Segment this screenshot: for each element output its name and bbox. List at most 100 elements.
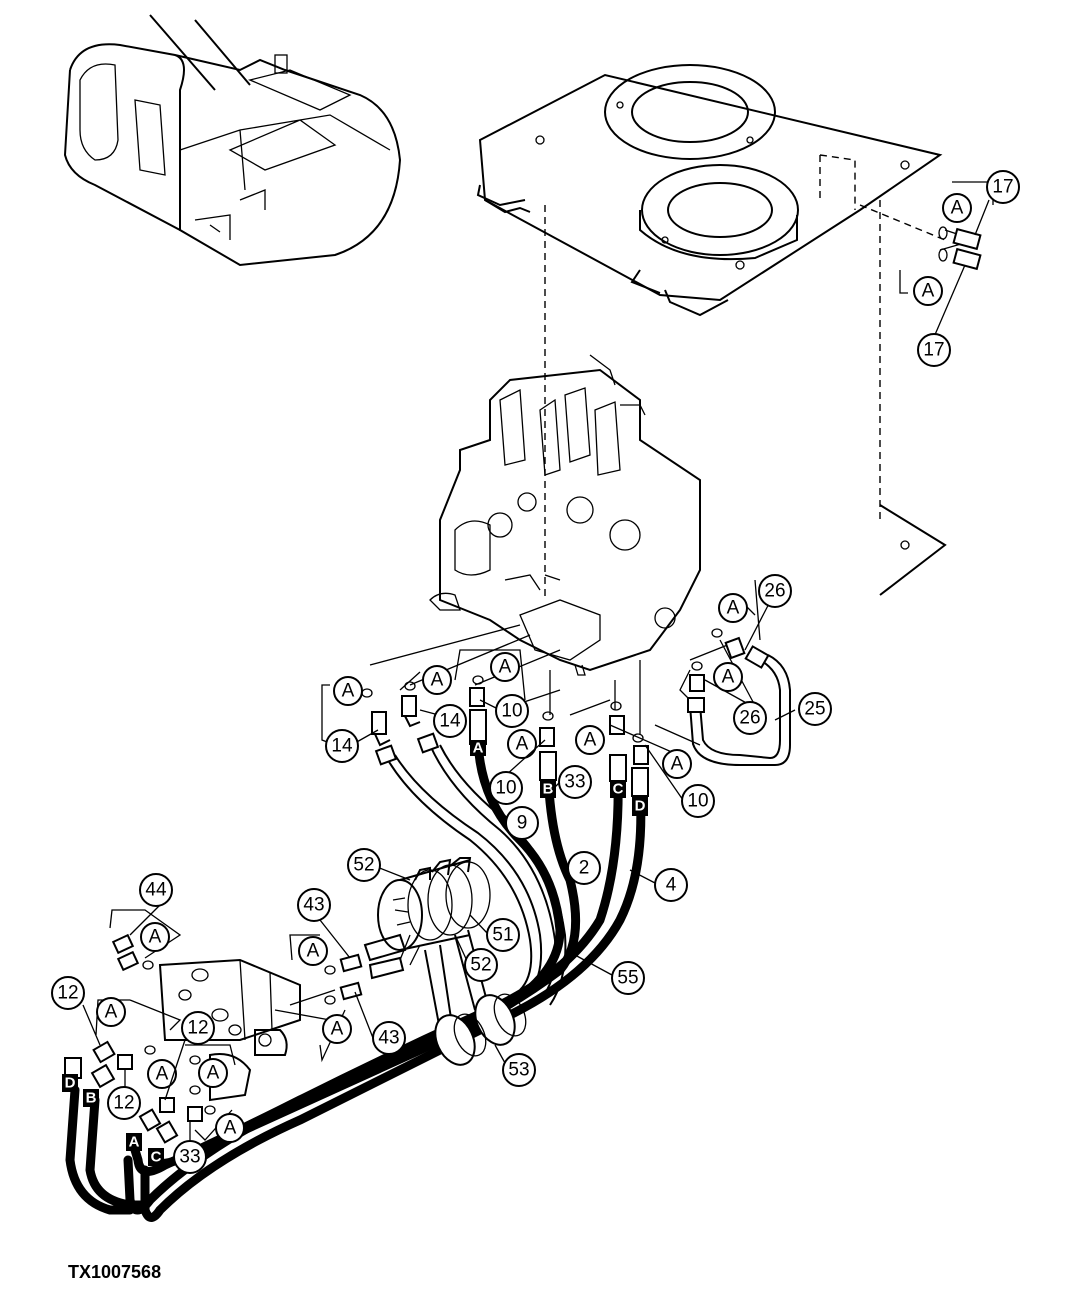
ref-a-15: A [147,1059,177,1089]
svg-text:A: A [516,734,529,755]
callout-55: 55 [611,961,645,995]
callout-2: 2 [567,851,601,885]
callout-12-bottom: 12 [107,1086,141,1120]
svg-text:A: A [951,198,964,219]
callout-9: 9 [505,806,539,840]
svg-text:12: 12 [187,1018,208,1039]
callout-33-bottom: 33 [173,1140,207,1174]
svg-text:14: 14 [439,711,461,732]
callout-25: 25 [798,692,832,726]
pipe-25 [687,645,791,766]
svg-text:A: A [105,1002,118,1023]
svg-text:A: A [727,598,740,619]
svg-text:17: 17 [923,340,944,361]
callout-53: 53 [502,1053,536,1087]
ref-a-11: A [140,922,170,952]
svg-text:A: A [722,667,735,688]
control-valve [429,354,701,676]
callout-10-right: 10 [681,784,715,818]
svg-text:4: 4 [666,875,677,896]
ref-a-3: A [718,593,748,623]
callout-26-bottom: 26 [733,701,767,735]
motor-fittings: D B A C [62,909,363,1166]
ref-a-12: A [298,936,328,966]
fittings-17 [899,181,994,294]
hose-end-fittings: A B C D [374,709,649,816]
callout-33-top: 33 [558,765,592,799]
svg-text:A: A [207,1063,220,1084]
hose-letter-a-bottom: A [129,1134,140,1151]
ref-a-circles: A A A A A A A A A A A A A A A A A [96,193,972,1143]
svg-text:26: 26 [739,708,760,729]
svg-text:A: A [307,941,320,962]
hose-letter-a-top: A [473,740,484,757]
svg-text:43: 43 [303,895,324,916]
callout-52-bottom: 52 [464,948,498,982]
frame-plate [476,64,947,600]
excavator-illustration [63,14,402,267]
callout-26-top: 26 [758,574,792,608]
svg-text:2: 2 [579,858,590,879]
svg-text:26: 26 [764,581,785,602]
svg-text:A: A [671,754,684,775]
svg-text:14: 14 [331,736,353,757]
hose-letter-b-bottom: B [86,1090,97,1107]
svg-text:A: A [331,1019,344,1040]
part-callouts: 17 17 26 26 25 14 14 10 10 10 33 33 9 2 … [51,170,1020,1174]
svg-text:A: A [156,1064,169,1085]
main-hoses [65,735,646,1222]
clamps [434,993,527,1066]
svg-text:10: 10 [687,791,708,812]
svg-text:A: A [342,681,355,702]
svg-text:55: 55 [617,968,638,989]
hose-letter-c-top: C [613,781,624,798]
svg-text:33: 33 [564,772,585,793]
callout-43-top: 43 [297,888,331,922]
ref-a-14: A [322,1014,352,1044]
ref-a-1: A [942,193,972,223]
svg-text:A: A [584,730,597,751]
ref-a-17: A [215,1113,245,1143]
port-fittings [361,628,746,765]
callout-52-top: 52 [347,848,381,882]
ref-a-5: A [490,652,520,682]
ref-a-16: A [198,1058,228,1088]
svg-text:51: 51 [492,925,513,946]
svg-text:52: 52 [470,955,491,976]
callout-14-left: 14 [325,729,359,763]
svg-text:10: 10 [501,701,522,722]
ref-a-9: A [575,725,605,755]
callout-51: 51 [486,918,520,952]
svg-text:44: 44 [145,880,167,901]
ref-a-10: A [662,749,692,779]
svg-text:12: 12 [57,983,78,1004]
hose-letter-b-top: B [543,781,554,798]
hose-letter-d-bottom: D [65,1075,76,1092]
svg-text:53: 53 [508,1060,529,1081]
svg-text:12: 12 [113,1093,134,1114]
callout-12-middle: 12 [181,1011,215,1045]
svg-text:33: 33 [179,1147,200,1168]
travel-motor-block [142,958,336,1115]
svg-text:43: 43 [378,1028,399,1049]
svg-text:A: A [224,1118,237,1139]
callout-44: 44 [139,873,173,907]
ref-a-6: A [422,665,452,695]
ref-a-8: A [507,729,537,759]
ref-a-4: A [713,662,743,692]
callout-17-top: 17 [986,170,1020,204]
swivel-joint [363,857,491,980]
callout-4: 4 [654,868,688,902]
svg-text:52: 52 [353,855,374,876]
svg-text:A: A [431,670,444,691]
callout-10-top: 10 [495,694,529,728]
ref-a-7: A [333,676,363,706]
svg-text:A: A [922,281,935,302]
callout-43-bottom: 43 [372,1021,406,1055]
svg-text:25: 25 [804,699,825,720]
callout-14-right: 14 [433,704,467,738]
hose-letter-c-bottom: C [151,1149,162,1166]
callout-17-bottom: 17 [917,333,951,367]
hose-letter-d-top: D [635,798,646,815]
